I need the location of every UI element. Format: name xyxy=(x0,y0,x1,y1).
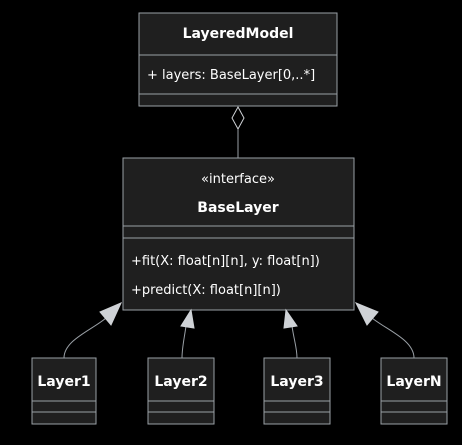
layern-title: LayerN xyxy=(386,374,441,390)
layer3-class[interactable]: Layer3 xyxy=(263,357,331,425)
layer1-title: Layer1 xyxy=(37,374,90,390)
layer2-class[interactable]: Layer2 xyxy=(147,357,215,425)
inheritance-arrow-layer1 xyxy=(99,302,122,326)
layer1-class[interactable]: Layer1 xyxy=(31,357,97,425)
layern-class[interactable]: LayerN xyxy=(380,357,448,425)
base-layer-stereotype: «interface» xyxy=(201,172,275,187)
inheritance-line-layer2 xyxy=(181,325,187,359)
inheritance-arrow-layer3 xyxy=(283,308,298,329)
inheritance-line-layer3 xyxy=(291,325,298,359)
base-layer-title: BaseLayer xyxy=(197,200,279,216)
inheritance-connectors xyxy=(63,302,415,359)
composition-diamond xyxy=(231,105,245,131)
layered-model-attribute: + layers: BaseLayer[0,..*] xyxy=(147,68,315,83)
layer2-title: Layer2 xyxy=(154,374,207,390)
layered-model-title: LayeredModel xyxy=(183,26,294,42)
inheritance-line-layer1 xyxy=(63,317,107,359)
base-layer-method-fit: +fit(X: float[n][n], y: float[n]) xyxy=(131,254,320,269)
base-layer-interface[interactable]: «interface» BaseLayer +fit(X: float[n][n… xyxy=(122,157,355,311)
inheritance-arrow-layern xyxy=(354,302,379,326)
inheritance-line-layern xyxy=(371,317,415,359)
base-layer-method-predict: +predict(X: float[n][n]) xyxy=(131,283,281,298)
layer3-title: Layer3 xyxy=(270,374,323,390)
inheritance-arrow-layer2 xyxy=(180,308,195,329)
layered-model-class[interactable]: LayeredModel + layers: BaseLayer[0,..*] xyxy=(138,12,338,107)
